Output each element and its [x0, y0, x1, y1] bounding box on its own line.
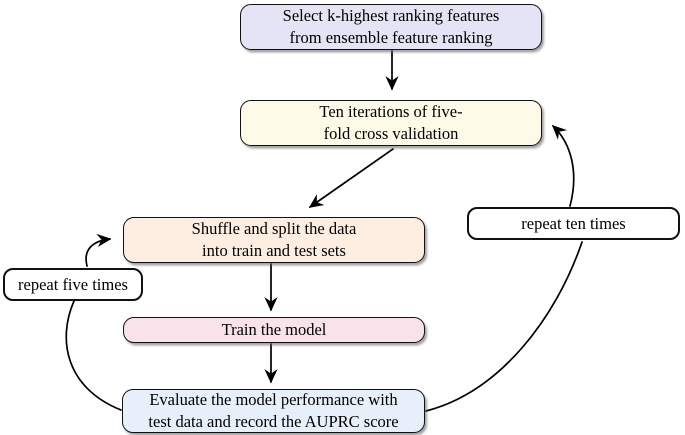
node-cross-validation-line1: Ten iterations of five- — [319, 102, 463, 122]
node-train-model: Train the model — [123, 317, 425, 343]
edge-repeat5-to-shuffle-arrow — [85, 233, 112, 267]
node-cross-validation-line2: fold cross validation — [323, 124, 459, 143]
node-repeat-five-times: repeat five times — [3, 268, 143, 301]
node-repeat-five-times-label: repeat five times — [18, 274, 128, 294]
node-repeat-ten-times-label: repeat ten times — [521, 213, 626, 233]
node-cross-validation: Ten iterations of five- fold cross valid… — [240, 100, 542, 146]
node-select-features: Select k-highest ranking features from e… — [240, 4, 542, 50]
node-train-model-line1: Train the model — [221, 320, 327, 340]
node-select-features-line1: Select k-highest ranking features — [282, 6, 500, 26]
node-repeat-ten-times: repeat ten times — [467, 207, 680, 240]
node-select-features-line2: from ensemble feature ranking — [289, 28, 493, 47]
node-evaluate-model-line1: Evaluate the model performance with — [149, 390, 398, 410]
node-shuffle-split: Shuffle and split the data into train an… — [123, 217, 425, 263]
node-shuffle-split-line1: Shuffle and split the data — [191, 219, 357, 239]
edge-repeat10-to-cv-arrow — [551, 125, 575, 207]
node-evaluate-model: Evaluate the model performance with test… — [122, 389, 425, 433]
edge-cv-to-shuffle-arrow — [308, 148, 394, 208]
node-evaluate-model-line2: test data and record the AUPRC score — [148, 412, 399, 431]
edge-eval-to-repeat5-curve — [65, 300, 122, 411]
edge-eval-to-repeat10-curve — [425, 241, 583, 412]
node-shuffle-split-line2: into train and test sets — [202, 241, 346, 260]
